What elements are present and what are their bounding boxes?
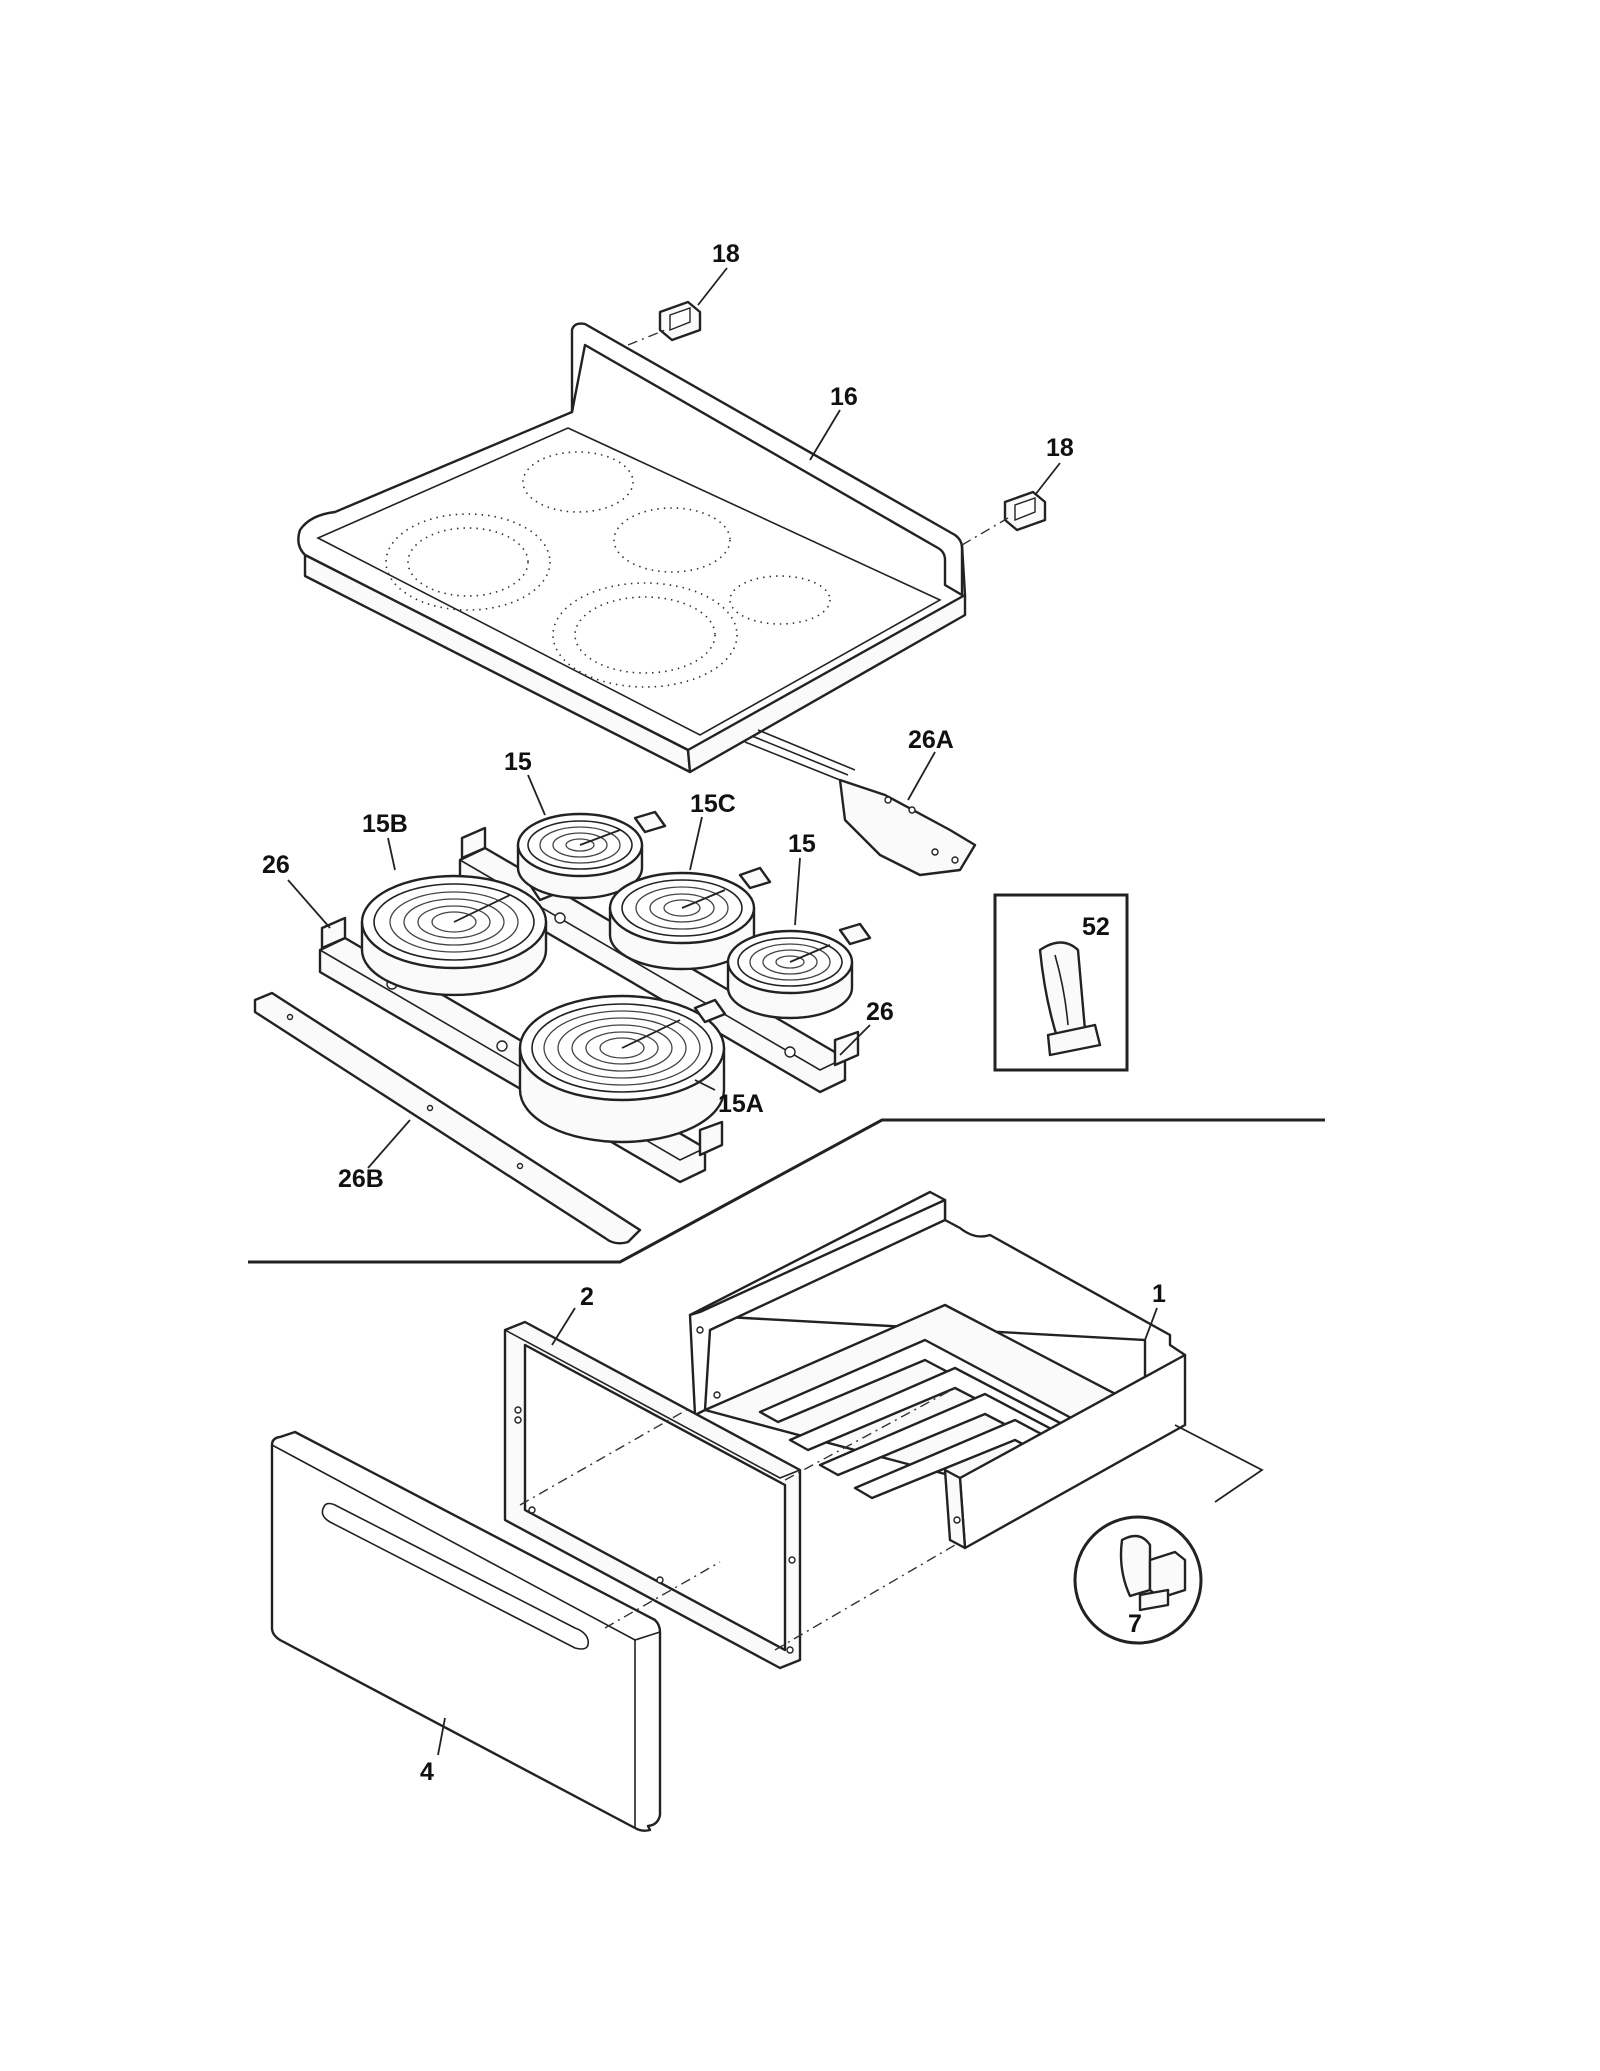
circle-detail-7 (1073, 1424, 1264, 1645)
clip-icon (1038, 941, 1102, 1057)
callout-26-right: 26 (866, 998, 894, 1026)
radiant-element-icon-15-right (726, 922, 872, 1020)
drawer-icon (688, 1190, 1187, 1550)
callout-16: 16 (830, 383, 858, 411)
drawer-front-panel-icon (270, 1430, 662, 1832)
section-divider (248, 1118, 1325, 1264)
callout-15B: 15B (362, 810, 408, 838)
callout-18-top: 18 (712, 240, 740, 268)
callout-2: 2 (580, 1283, 594, 1311)
callout-15-right: 15 (788, 830, 816, 858)
drawer-frame-icon (503, 1320, 802, 1670)
callout-26A: 26A (908, 726, 954, 754)
callout-7: 7 (1128, 1610, 1142, 1638)
callout-15A: 15A (718, 1090, 764, 1118)
radiant-element-icon-15-rear (516, 810, 667, 900)
callout-4: 4 (420, 1758, 434, 1786)
radiant-element-icon-15C (608, 866, 772, 971)
harness-terminal-icon (838, 778, 977, 877)
stop-clip-icon (1119, 1534, 1187, 1612)
callout-52: 52 (1082, 913, 1110, 941)
callout-15-rear: 15 (504, 748, 532, 776)
callout-1: 1 (1152, 1280, 1166, 1308)
bracket-icon-left (658, 300, 702, 342)
callout-26-left: 26 (262, 851, 290, 879)
bracket-icon-right (1003, 490, 1047, 532)
trim-strip-icon (253, 991, 642, 1245)
inset-box-52 (993, 893, 1129, 1072)
callout-15C: 15C (690, 790, 736, 818)
callout-18-right: 18 (1046, 434, 1074, 462)
glass-cooktop-icon (297, 322, 967, 781)
radiant-element-icon-15A (518, 994, 727, 1144)
callout-26B: 26B (338, 1165, 384, 1193)
